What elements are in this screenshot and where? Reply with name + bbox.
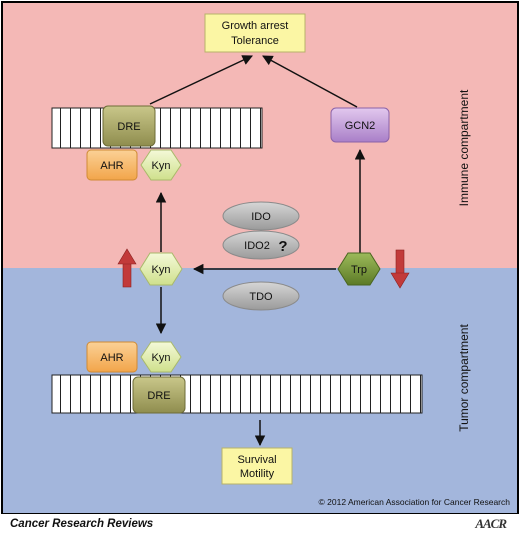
ido2-question-mark: ? [278, 238, 287, 255]
tumor-dre-label: DRE [147, 390, 170, 402]
footer-bar [0, 514, 520, 535]
gcn2-label: GCN2 [345, 120, 376, 132]
immune-compartment-label: Immune compartment [457, 89, 471, 206]
arrow-dre-to-outcome [149, 55, 253, 105]
ido-oval [222, 201, 300, 231]
tumor-kyn-label: Kyn [152, 352, 171, 364]
tumor-dre-box [132, 376, 186, 414]
immune-dre-box [102, 105, 156, 147]
tumor-ahr-label: AHR [100, 352, 123, 364]
tumor-dna-strand [51, 374, 423, 414]
survival-motility-box [221, 447, 293, 485]
tumor-kyn-hexagon [140, 341, 182, 373]
tolerance-label: Tolerance [231, 35, 279, 47]
publisher-logo: AACR [475, 516, 507, 531]
ido-label: IDO [251, 211, 271, 223]
survival-label: Survival [237, 454, 276, 466]
motility-label: Motility [240, 468, 275, 480]
trp-decrease-arrow [390, 249, 410, 289]
arrow-gcn2-to-outcome [262, 55, 358, 108]
tumor-ahr-box [86, 341, 138, 373]
immune-kyn-hexagon [140, 149, 182, 181]
tdo-label: TDO [249, 291, 273, 303]
trp-hexagon [337, 252, 381, 286]
growth-arrest-label: Growth arrest [222, 20, 289, 32]
tumor-compartment-label: Tumor compartment [457, 324, 471, 432]
immune-ahr-label: AHR [100, 160, 123, 172]
central-kyn-hexagon [139, 252, 183, 286]
journal-name: Cancer Research Reviews [10, 518, 154, 530]
immune-dna-strand [51, 107, 263, 149]
immune-kyn-label: Kyn [152, 160, 171, 172]
kyn-increase-arrow [117, 248, 137, 288]
growth-arrest-tolerance-box [204, 13, 306, 53]
copyright-text: © 2012 American Association for Cancer R… [319, 497, 511, 507]
immune-dre-label: DRE [117, 121, 140, 133]
central-kyn-label: Kyn [152, 264, 171, 276]
gcn2-box [330, 107, 390, 143]
ido2-label: IDO2 [244, 240, 270, 252]
immune-ahr-box [86, 149, 138, 181]
tdo-oval [222, 281, 300, 311]
trp-label: Trp [351, 264, 367, 276]
ido2-oval [222, 230, 300, 260]
